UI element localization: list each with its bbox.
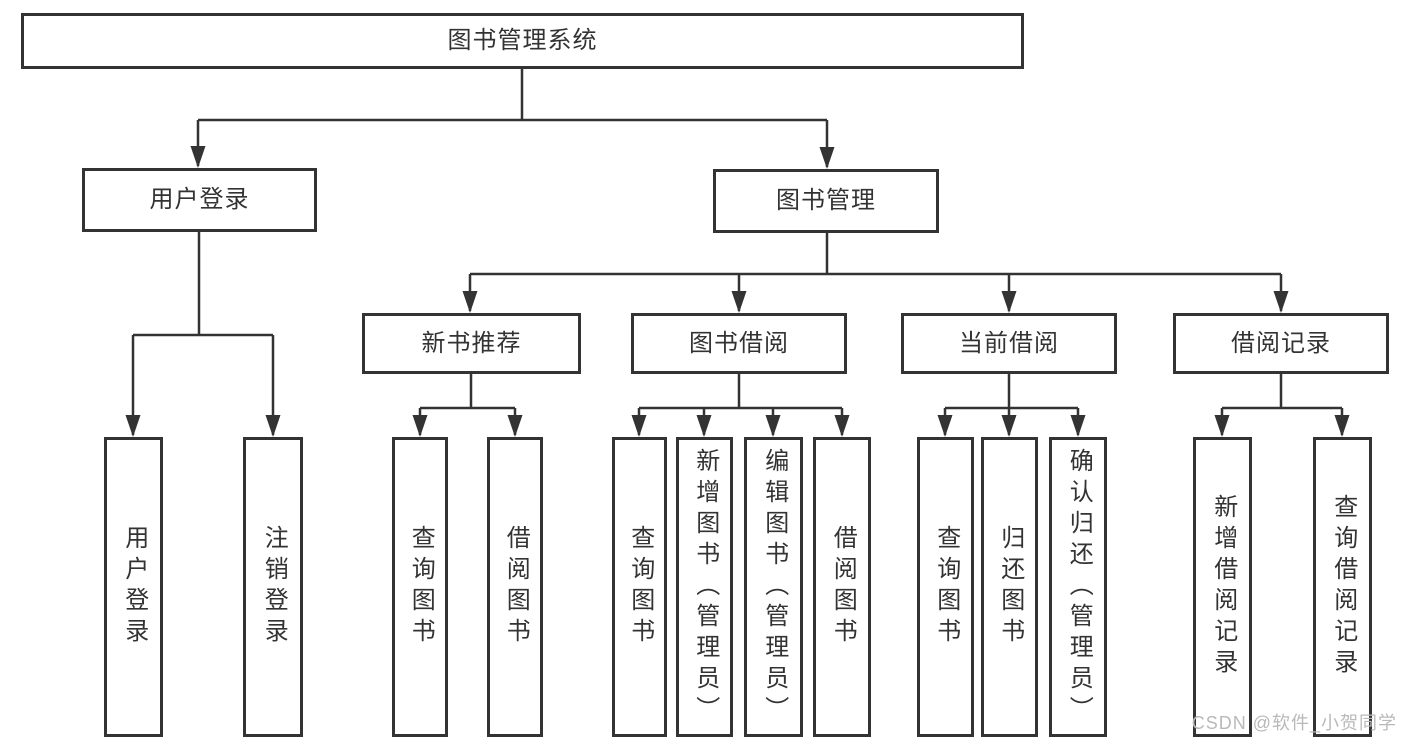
- leaf-confirm-return-admin: 确认归还（管理员）: [1049, 437, 1107, 737]
- leaf-label: 确认归还（管理员）: [1065, 447, 1093, 727]
- leaf-user-login: 用户登录: [104, 437, 163, 737]
- node-user-login: 用户登录: [82, 168, 317, 232]
- leaf-add-books-admin: 新增图书（管理员）: [676, 437, 733, 737]
- node-current-borrowing: 当前借阅: [901, 313, 1117, 374]
- leaf-query-borrow-record: 查询借阅记录: [1313, 437, 1372, 737]
- leaf-label: 新增图书（管理员）: [691, 447, 719, 727]
- watermark: CSDN @软件_小贺同学: [1191, 713, 1397, 733]
- leaf-borrow-books-recommend: 借阅图书: [487, 437, 543, 737]
- leaf-add-borrow-record: 新增借阅记录: [1193, 437, 1252, 737]
- leaf-label: 借阅图书: [829, 525, 857, 649]
- leaf-label: 归还图书: [996, 525, 1024, 649]
- node-book-management: 图书管理: [713, 169, 939, 233]
- leaf-label: 用户登录: [120, 525, 148, 649]
- leaf-label: 查询图书: [407, 525, 435, 649]
- leaf-query-books-borrowing: 查询图书: [612, 437, 667, 737]
- leaf-logout: 注销登录: [243, 437, 303, 737]
- node-new-book-recommend: 新书推荐: [362, 313, 581, 374]
- node-book-borrowing: 图书借阅: [631, 313, 847, 374]
- leaf-borrow-books: 借阅图书: [813, 437, 871, 737]
- leaf-label: 新增借阅记录: [1209, 494, 1237, 680]
- leaf-query-books-current: 查询图书: [917, 437, 974, 737]
- node-borrowing-records: 借阅记录: [1173, 313, 1389, 374]
- node-root-system: 图书管理系统: [21, 13, 1024, 69]
- leaf-label: 查询图书: [932, 525, 960, 649]
- leaf-label: 注销登录: [260, 525, 288, 649]
- leaf-label: 借阅图书: [502, 525, 530, 649]
- leaf-label: 查询图书: [626, 525, 654, 649]
- leaf-return-books: 归还图书: [981, 437, 1038, 737]
- leaf-edit-books-admin: 编辑图书（管理员）: [744, 437, 803, 737]
- leaf-label: 编辑图书（管理员）: [760, 447, 788, 727]
- leaf-label: 查询借阅记录: [1329, 494, 1357, 680]
- leaf-query-books-recommend: 查询图书: [392, 437, 448, 737]
